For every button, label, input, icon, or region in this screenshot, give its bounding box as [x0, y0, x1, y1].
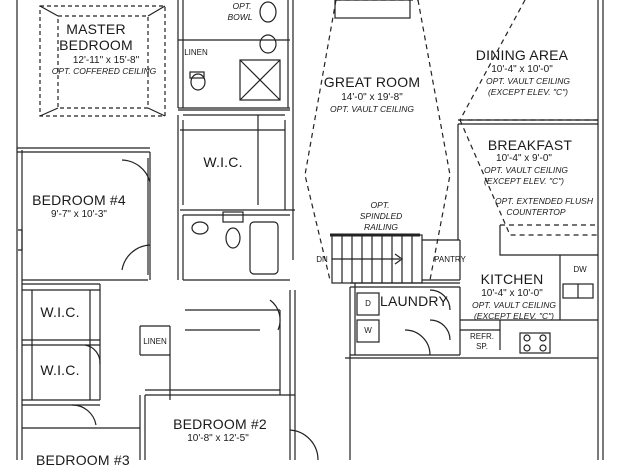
great-room-title: GREAT ROOM	[323, 74, 421, 90]
stair-arrow	[332, 253, 404, 265]
wall-left	[16, 0, 23, 460]
door-arc-b4	[121, 159, 151, 183]
laundry-door	[404, 329, 431, 356]
shower	[239, 59, 281, 101]
railing-note-2: SPINDLED	[359, 211, 403, 221]
master-bedroom-dims: 12'-11" x 15'-8"	[72, 55, 140, 66]
pantry-label: PANTRY	[434, 255, 466, 264]
breakfast-note-2: (EXCEPT ELEV. "C")	[483, 176, 565, 186]
refr-label-2: SP.	[476, 342, 488, 351]
hall-bath-walls	[177, 209, 295, 281]
wic-walls	[177, 109, 290, 210]
bedroom2-walls	[145, 290, 296, 460]
door-arc-b2	[289, 429, 319, 460]
dryer	[356, 292, 380, 316]
dining-area-note-2: (EXCEPT ELEV. "C")	[487, 87, 569, 97]
great-room-dims: 14'-0" x 19'-8"	[341, 92, 403, 103]
opt-bowl-label-1: OPT.	[232, 1, 252, 11]
great-room-note: OPT. VAULT CEILING	[329, 104, 415, 114]
wall-right	[597, 0, 604, 460]
wic-a-label: W.I.C.	[40, 304, 80, 320]
range	[519, 332, 551, 354]
wic-door-arc	[84, 344, 101, 365]
sink-hall	[191, 221, 209, 235]
countertop-note-2: COUNTERTOP	[506, 207, 566, 217]
master-bedroom-title-1: MASTER	[66, 21, 126, 37]
dining-area-dims: 10'-4" x 10'-0"	[491, 64, 553, 75]
bedroom2-title: BEDROOM #2	[173, 416, 267, 432]
railing-note-3: RAILING	[363, 222, 399, 232]
laundry-walls	[345, 282, 598, 460]
opt-bowl-label-2: BOWL	[227, 12, 253, 22]
toilet-top	[190, 73, 206, 91]
kitchen-dims: 10'-4" x 10'-0"	[481, 288, 543, 299]
kitchen-note-1: OPT. VAULT CEILING	[471, 300, 557, 310]
linen-bottom-label: LINEN	[143, 337, 167, 346]
refr-label-1: REFR.	[470, 332, 494, 341]
great-room-vault	[304, 0, 451, 281]
wall-master-bottom	[17, 147, 150, 153]
toilet-hall	[225, 227, 241, 249]
dining-area-note-1: OPT. VAULT CEILING	[485, 76, 571, 86]
wic-a-walls	[22, 284, 101, 401]
master-bedroom-title-2: BEDROOM	[59, 37, 133, 53]
bedroom3-title-partial: BEDROOM #3	[36, 452, 130, 468]
bedroom4-title: BEDROOM #4	[32, 192, 126, 208]
sink-top	[259, 34, 277, 54]
breakfast-note-1: OPT. VAULT CEILING	[483, 165, 569, 175]
coffered-inner	[57, 15, 149, 109]
bedroom4-walls	[22, 152, 151, 285]
closet-door-arc	[71, 404, 97, 426]
dining-area-title: DINING AREA	[475, 47, 569, 63]
stair-dn-label: DN	[316, 255, 328, 264]
countertop-note-1: OPT. EXTENDED FLUSH	[495, 196, 593, 206]
kitchen-counter	[460, 225, 598, 350]
washer	[356, 319, 380, 343]
breakfast-dims: 10'-4" x 9'-0"	[496, 153, 552, 164]
fireplace	[334, 0, 411, 19]
master-bedroom-note: OPT. COFFERED CEILING	[51, 66, 157, 76]
dryer-label: D	[365, 299, 371, 308]
pantry-door	[429, 289, 451, 311]
breakfast-title: BREAKFAST	[487, 137, 573, 153]
railing-note-1: OPT.	[370, 200, 390, 210]
bath-walls	[177, 0, 294, 260]
coffered-outer	[39, 5, 166, 117]
door-arc-b4b	[121, 244, 151, 271]
linen-top-label: LINEN	[184, 48, 208, 57]
kitchen-note-2: (EXCEPT ELEV. "C")	[473, 311, 555, 321]
bedroom4-dims: 9'-7" x 10'-3"	[51, 209, 107, 220]
dw-label: DW	[573, 265, 587, 274]
wic-master-label: W.I.C.	[203, 154, 243, 170]
linen-bottom-walls	[139, 325, 171, 400]
opt-bowl-tub	[259, 1, 277, 23]
bedroom2-dims: 10'-8" x 12'-5"	[187, 433, 249, 444]
pantry-walls	[422, 239, 461, 281]
wic-b-label: W.I.C.	[40, 362, 80, 378]
washer-label: W	[364, 326, 372, 335]
kitchen-door	[429, 319, 451, 341]
tub-hall	[249, 221, 279, 275]
kitchen-title: KITCHEN	[480, 271, 544, 287]
breakfast-vault	[459, 119, 598, 236]
laundry-title: LAUNDRY	[379, 293, 449, 309]
